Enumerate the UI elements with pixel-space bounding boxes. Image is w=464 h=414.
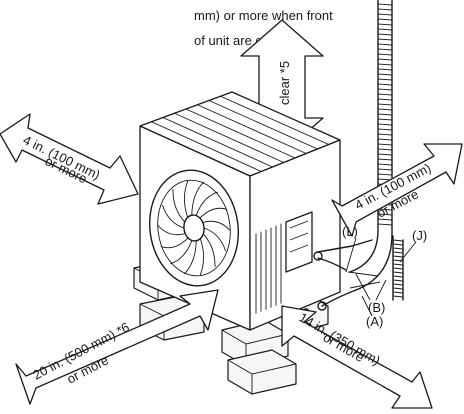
left-clearance-arrow: 4 in. (100 mm) or more	[0, 113, 139, 205]
callout-leaders	[345, 237, 417, 317]
front-clearance-arrow: 20 in. (500 mm) *6 or more	[15, 289, 219, 405]
refrigerant-pipes	[317, 239, 381, 307]
right-clearance-arrow: 4 in. (100 mm) or more	[331, 143, 463, 237]
wall-pipe	[349, 0, 393, 291]
clearance-note-line1: mm) or more when front	[194, 8, 333, 23]
outdoor-unit	[139, 91, 341, 331]
callout-J: (J)	[412, 228, 427, 243]
top-clearance-label: clear *5	[277, 61, 292, 105]
drain-hose	[392, 235, 404, 301]
callout-L: (L)	[342, 224, 358, 239]
side-clearance-arrow: 14 in. (350 mm) or more	[281, 305, 433, 409]
callout-B: (B)	[368, 300, 385, 315]
fan-grille	[148, 169, 240, 287]
callout-A: (A)	[366, 314, 383, 329]
